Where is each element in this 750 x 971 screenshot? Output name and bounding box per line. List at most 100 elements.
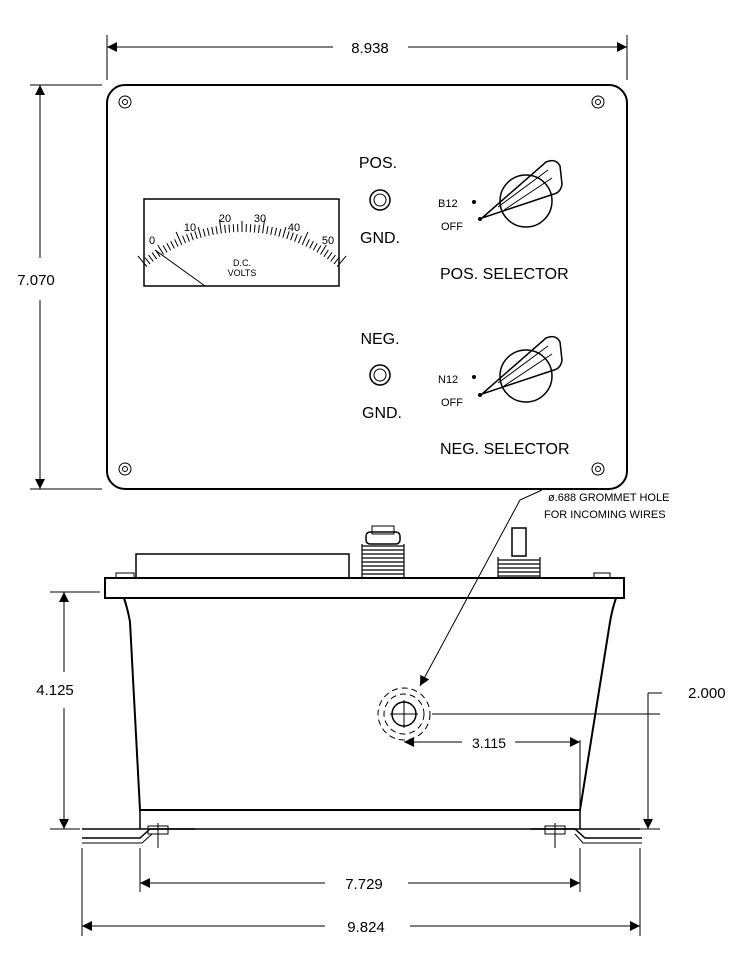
meter-tick xyxy=(326,252,333,260)
foot-spacing-dimension: 7.729 xyxy=(139,848,581,893)
overall-width-value: 9.824 xyxy=(347,919,385,936)
meter-tick xyxy=(266,226,269,235)
dc-voltmeter: 0 10 20 30 40 50 D.C. VOLTS xyxy=(137,198,347,287)
box-height-dimension: 4.125 xyxy=(36,591,100,830)
overall-width-dimension: 9.824 xyxy=(81,848,641,936)
enclosure-lid xyxy=(104,577,625,599)
pos-label: POS. xyxy=(359,155,397,172)
mounting-hole-bottom-right xyxy=(591,462,605,476)
meter-tick xyxy=(137,255,148,267)
meter-scale-label: 50 xyxy=(322,235,334,247)
meter-tick xyxy=(151,252,158,260)
mounting-hole-top-left xyxy=(118,95,132,109)
meter-needle xyxy=(154,249,206,287)
meter-tick xyxy=(274,227,278,236)
front-panel-view: 8.938 7.070 0 10 20 30 40 50 D.C. VOLTS … xyxy=(17,35,628,490)
meter-tick xyxy=(218,219,222,234)
meter-tick xyxy=(157,244,164,255)
meter-tick xyxy=(336,255,347,267)
meter-scale xyxy=(137,219,347,267)
meter-tick xyxy=(282,227,287,238)
meter-tick xyxy=(312,243,318,251)
box-height-value: 4.125 xyxy=(36,682,74,699)
meter-scale-label: 30 xyxy=(254,213,266,225)
grommet-note-line1: ø.688 GROMMET HOLE xyxy=(548,492,669,504)
meter-tick xyxy=(144,257,151,265)
mounting-foot-left xyxy=(82,823,195,848)
grommet-offset-dimension: 3.115 xyxy=(404,735,581,818)
meter-tick xyxy=(258,224,260,233)
test-jack-side xyxy=(361,525,405,578)
mounting-hole-top-right xyxy=(591,95,605,109)
enclosure-body xyxy=(123,597,617,811)
neg-switch-on-label: N12 xyxy=(438,374,458,386)
meter-tick xyxy=(170,241,175,249)
meter-tick xyxy=(194,231,198,240)
pos-switch-off-label: OFF xyxy=(441,221,463,233)
front-panel-outline xyxy=(106,84,628,490)
meter-tick xyxy=(301,231,309,245)
meter-tick xyxy=(211,226,214,235)
meter-unit-line1: D.C. xyxy=(233,258,251,268)
meter-tick xyxy=(294,233,298,242)
meter-tick xyxy=(182,235,187,244)
pos-test-jack xyxy=(369,189,391,211)
meter-tick xyxy=(270,226,273,235)
foot-spacing-value: 7.729 xyxy=(345,876,383,893)
meter-tick xyxy=(323,249,329,258)
panel-width-dimension: 8.938 xyxy=(106,35,628,80)
meter-unit-line2: VOLTS xyxy=(228,268,257,278)
meter-tick xyxy=(197,227,202,238)
meter-scale-label: 20 xyxy=(219,213,231,225)
pos-switch-on-label: B12 xyxy=(438,198,458,210)
neg-test-jack xyxy=(369,364,391,386)
neg-switch-off-label: OFF xyxy=(441,397,463,409)
neg-gnd-label: GND. xyxy=(362,405,402,422)
meter-tick xyxy=(290,232,294,241)
meter-scale-label: 10 xyxy=(184,222,196,234)
meter-tick xyxy=(148,254,154,262)
pos-selector-label: POS. SELECTOR xyxy=(440,266,569,283)
meter-tick xyxy=(253,224,256,233)
panel-width-value: 8.938 xyxy=(351,40,389,57)
meter-tick xyxy=(174,239,179,247)
panel-height-dimension: 7.070 xyxy=(17,84,102,490)
neg-label: NEG. xyxy=(360,331,399,348)
pos-selector-switch: B12 OFF xyxy=(438,159,563,233)
mounting-hole-bottom-left xyxy=(118,462,132,476)
meter-tick xyxy=(262,219,266,234)
side-elevation-view: ø.688 GROMMET HOLE FOR INCOMING WIRES 4.… xyxy=(36,489,726,936)
grommet-note-line2: FOR INCOMING WIRES xyxy=(544,509,666,521)
meter-tick xyxy=(186,233,190,242)
neg-selector-label: NEG. SELECTOR xyxy=(440,441,570,458)
meter-tick xyxy=(297,235,302,244)
meter-face xyxy=(143,198,340,287)
meter-tick xyxy=(215,226,218,235)
grommet-offset-value: 3.115 xyxy=(472,735,506,751)
grommet-height-dimension: 2.000 xyxy=(432,685,726,830)
grommet-hole xyxy=(377,687,431,741)
grommet-leader xyxy=(419,489,543,687)
meter-tick xyxy=(333,257,340,265)
panel-height-value: 7.070 xyxy=(17,272,55,289)
meter-tick xyxy=(206,227,210,236)
meter-tick xyxy=(286,231,290,240)
meter-tick xyxy=(162,245,168,253)
pos-gnd-label: GND. xyxy=(360,230,400,247)
meter-tick xyxy=(224,224,226,233)
meter-tick xyxy=(166,243,172,251)
meter-tick xyxy=(309,241,314,249)
meter-scale-label: 40 xyxy=(288,222,300,234)
grommet-height-value: 2.000 xyxy=(688,685,726,702)
meter-tick xyxy=(202,228,206,237)
meter-tick xyxy=(316,245,322,253)
selector-knob-icon xyxy=(499,174,553,228)
meter-tick xyxy=(228,224,231,233)
meter-tick xyxy=(305,239,310,247)
meter-tick xyxy=(190,232,194,241)
neg-selector-switch: N12 OFF xyxy=(438,335,563,409)
mounting-foot-right xyxy=(530,823,642,848)
selector-knob-icon xyxy=(499,349,553,403)
meter-tick xyxy=(320,244,327,255)
